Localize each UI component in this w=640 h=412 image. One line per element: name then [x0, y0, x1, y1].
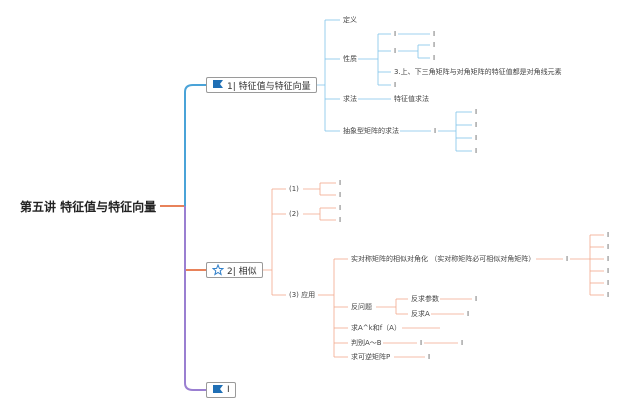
node-properties[interactable]: 性质 — [342, 55, 358, 63]
star-icon — [212, 264, 224, 276]
prop-leaf[interactable]: I — [393, 30, 398, 38]
branch-third[interactable]: I — [206, 382, 236, 398]
branch-eigen[interactable]: 1| 特征值与特征向量 — [206, 77, 317, 93]
invertible-child[interactable]: I — [427, 353, 432, 361]
diag-leaf[interactable]: I — [606, 267, 611, 275]
prop-sub-leaf[interactable]: I — [432, 41, 437, 49]
flag-icon — [212, 384, 224, 396]
branch-eigen-label: 1| 特征值与特征向量 — [227, 81, 311, 92]
node-p3[interactable]: (3) 应用 — [288, 291, 317, 299]
p2-leaf[interactable]: I — [338, 216, 343, 224]
flag-icon — [212, 79, 224, 91]
root-title: 第五讲 特征值与特征向量 — [20, 200, 157, 214]
judge-child[interactable]: I — [419, 339, 424, 347]
p1-leaf[interactable]: I — [338, 191, 343, 199]
prop-leaf[interactable]: I — [432, 30, 437, 38]
node-inverse[interactable]: 反问题 — [350, 303, 373, 311]
abstract-child[interactable]: I — [433, 127, 438, 135]
connector-line — [184, 206, 206, 271]
abstract-leaf[interactable]: I — [474, 134, 479, 142]
diag-leaf[interactable]: I — [606, 231, 611, 239]
solve-child[interactable]: 特征值求法 — [393, 95, 430, 103]
node-definition[interactable]: 定义 — [342, 16, 358, 24]
diag-leaf[interactable]: I — [606, 279, 611, 287]
p2-leaf[interactable]: I — [338, 204, 343, 212]
node-diag[interactable]: 实对称矩阵的相似对角化 （实对称矩阵必可相似对角矩阵） — [350, 255, 537, 263]
node-abstract[interactable]: 抽象型矩阵的求法 — [342, 127, 400, 135]
branch-similar-label: 2| 相似 — [227, 266, 257, 277]
node-inv-param[interactable]: 反求参数 — [410, 295, 440, 303]
judge-child[interactable]: I — [460, 339, 465, 347]
node-judge[interactable]: 判别A～B — [350, 339, 383, 347]
node-inv-a[interactable]: 反求A — [410, 310, 431, 318]
connector-line — [184, 206, 206, 391]
node-invertible[interactable]: 求可逆矩阵P — [350, 353, 392, 361]
diag-leaf[interactable]: I — [606, 255, 611, 263]
node-p2[interactable]: (2) — [288, 210, 300, 218]
branch-similar[interactable]: 2| 相似 — [206, 262, 263, 278]
node-p1[interactable]: (1) — [288, 185, 300, 193]
inv-param-child[interactable]: I — [474, 295, 479, 303]
diag-leaf[interactable]: I — [606, 243, 611, 251]
abstract-leaf[interactable]: I — [474, 108, 479, 116]
prop-leaf[interactable]: I — [393, 47, 398, 55]
branch-third-label: I — [227, 385, 230, 395]
prop-leaf[interactable]: I — [393, 81, 398, 89]
prop-note[interactable]: 3.上、下三角矩阵与对角矩阵的特征值都是对角线元素 — [393, 68, 563, 76]
node-power[interactable]: 求A^k和f（A） — [350, 324, 402, 332]
diag-child[interactable]: I — [565, 255, 570, 263]
connector-line — [184, 84, 206, 206]
inv-a-child[interactable]: I — [466, 310, 471, 318]
p1-leaf[interactable]: I — [338, 179, 343, 187]
diag-leaf[interactable]: I — [606, 291, 611, 299]
abstract-leaf[interactable]: I — [474, 121, 479, 129]
prop-sub-leaf[interactable]: I — [432, 54, 437, 62]
abstract-leaf[interactable]: I — [474, 147, 479, 155]
node-solve[interactable]: 求法 — [342, 95, 358, 103]
